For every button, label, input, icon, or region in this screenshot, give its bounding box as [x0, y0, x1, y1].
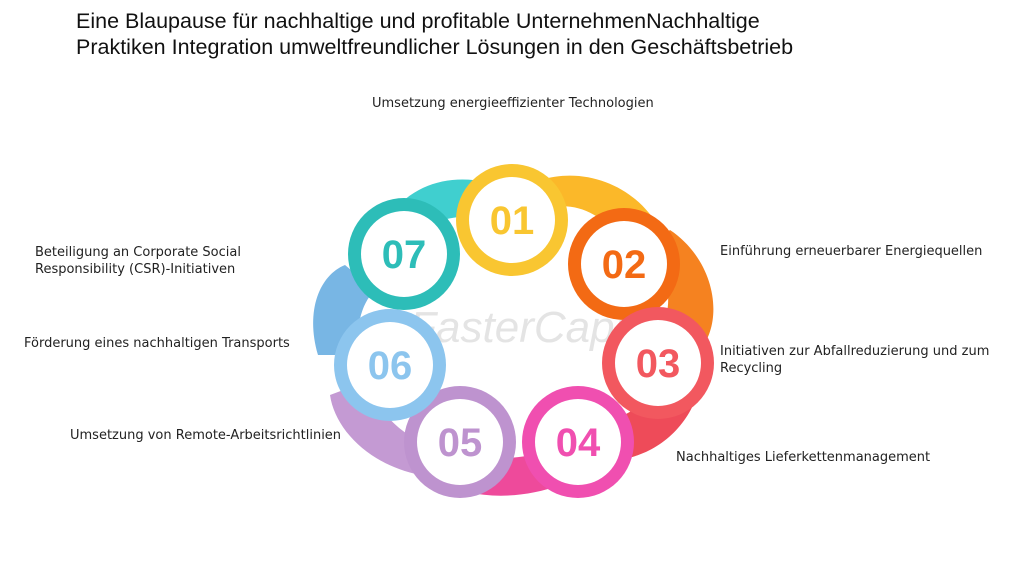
title-line-1: Eine Blaupause für nachhaltige und profi…	[76, 9, 760, 33]
step-circle-04: 04	[522, 386, 634, 498]
step-number-04: 04	[556, 421, 601, 465]
step-circle-05: 05	[404, 386, 516, 498]
step-label-02: Einführung erneuerbarer Energiequellen	[720, 244, 983, 259]
step-number-01: 01	[490, 199, 535, 243]
step-number-05: 05	[438, 421, 483, 465]
step-label-03: Initiativen zur Abfallreduzierung und zu…	[720, 344, 990, 376]
step-label-07: Beteiligung an Corporate Social Responsi…	[35, 245, 241, 277]
step-label-05: Umsetzung von Remote-Arbeitsrichtlinien	[70, 428, 342, 443]
step-number-03: 03	[636, 342, 681, 386]
step-label-04: Nachhaltiges Lieferkettenmanagement	[676, 450, 931, 465]
step-number-07: 07	[382, 233, 427, 277]
step-circle-02: 02	[568, 208, 680, 320]
step-label-01: Umsetzung energieeffizienter Technologie…	[372, 96, 654, 111]
diagram-title: Eine Blaupause für nachhaltige und profi…	[76, 8, 976, 60]
step-circle-01: 01	[456, 164, 568, 276]
step-number-06: 06	[368, 344, 413, 388]
step-number-02: 02	[602, 243, 647, 287]
step-label-06: Förderung eines nachhaltigen Transports	[24, 336, 290, 351]
title-line-2: Praktiken Integration umweltfreundlicher…	[76, 35, 794, 59]
step-circle-03: 03	[602, 307, 714, 419]
step-circle-06: 06	[334, 309, 446, 421]
step-circle-07: 07	[348, 198, 460, 310]
